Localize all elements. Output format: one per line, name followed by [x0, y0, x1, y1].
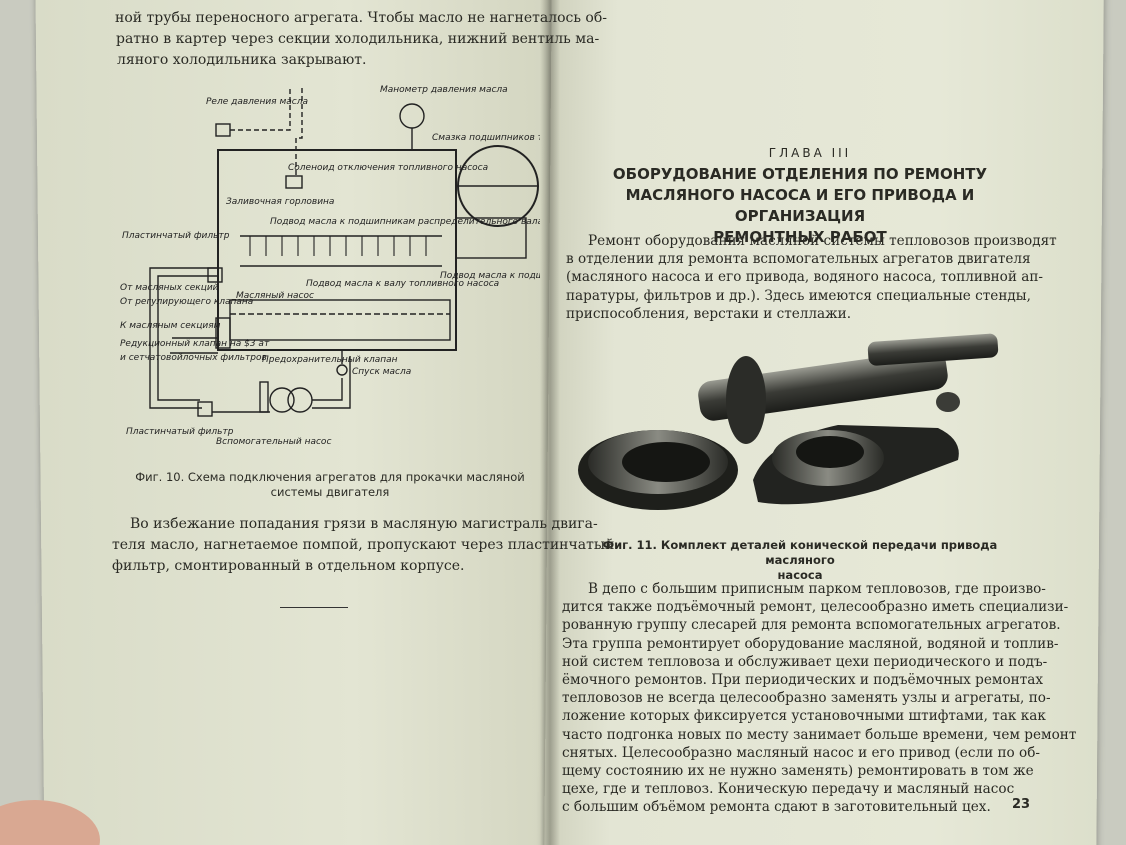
- chapter-title: ОБОРУДОВАНИЕ ОТДЕЛЕНИЯ ПО РЕМОНТУ МАСЛЯН…: [570, 164, 1030, 248]
- figure-11-caption-line-1: Фиг. 11. Комплект деталей конической пер…: [602, 538, 998, 567]
- diagram-label-reducing-valve: Редукционный клапан на $3 ат: [120, 339, 270, 349]
- intro-line-3: (масляного насоса и его привода, водяног…: [566, 269, 1043, 286]
- intro-line-2: в отделении для ремонта вспомогательных …: [566, 251, 1031, 268]
- diagram-label-safety-valve: Предохранительный клапан: [262, 355, 398, 365]
- diagram-label-aux-pump: Вспомогательный насос: [216, 437, 331, 447]
- chapter-title-line-3: РЕМОНТНЫХ РАБОТ: [713, 228, 887, 246]
- body-line-12: цехе, где и тепловоз. Коническую передач…: [562, 781, 1015, 798]
- body-line-8: ложение которых фиксируется установочным…: [562, 708, 1046, 725]
- diagram-label-to-sections: К масляным секциям: [120, 321, 221, 331]
- body-line-7: тепловозов не всегда целесообразно замен…: [562, 690, 1051, 707]
- section-rule: [280, 607, 348, 608]
- body-line-6: ёмочного ремонтов. При периодических и п…: [562, 672, 1043, 689]
- left-bottom-line-2: теля масло, нагнетаемое помпой, пропуска…: [112, 537, 615, 553]
- body-line-1: В депо с большим приписным парком теплов…: [588, 581, 1046, 597]
- diagram-label-turbo-lube: Смазка подшипников турбовоздуходувки: [432, 133, 540, 143]
- intro-line-4: паратуры, фильтров и др.). Здесь имеются…: [566, 287, 1031, 304]
- intro-line-5: приспособления, верстаки и стеллажи.: [566, 305, 852, 322]
- page-number: 23: [1012, 797, 1031, 812]
- left-bottom-line-1: Во избежание попадания грязи в масляную …: [130, 516, 598, 532]
- diagram-label-from-regulating: От регулирующего клапана: [120, 297, 253, 307]
- chapter-title-line-1: ОБОРУДОВАНИЕ ОТДЕЛЕНИЯ ПО РЕМОНТУ: [612, 165, 988, 183]
- chapter-title-line-2: МАСЛЯНОГО НАСОСА И ЕГО ПРИВОДА И ОРГАНИЗ…: [625, 186, 975, 225]
- body-line-4: Эта группа ремонтирует оборудование масл…: [562, 635, 1059, 652]
- diagram-label-plate-filter-top: Пластинчатый фильтр: [122, 231, 230, 241]
- figure-11-caption-line-2: насоса: [777, 568, 823, 582]
- body-line-10: снятых. Целесообразно масляный насос и е…: [562, 744, 1040, 761]
- book-gutter: [540, 0, 560, 845]
- diagram-label-relay: Реле давления масла: [206, 97, 308, 107]
- oil-system-diagram: Реле давления масла Манометр давления ма…: [120, 85, 540, 447]
- left-top-line-2: ратно в картер через секции холодильника…: [116, 31, 600, 47]
- diagram-label-manometer: Манометр давления масла: [380, 85, 508, 95]
- left-top-line-3: ляного холодильника закрывают.: [117, 52, 367, 68]
- body-line-2: дится также подъёмочный ремонт, целесооб…: [562, 599, 1069, 616]
- body-line-13: с большим объёмом ремонта сдают в загото…: [562, 799, 991, 816]
- intro-paragraph: Ремонт оборудования масляной системы теп…: [566, 232, 1057, 323]
- left-bottom-line-3: фильтр, смонтированный в отдельном корпу…: [112, 558, 465, 574]
- body-line-11: щему состоянию их не нужно заменять) рем…: [562, 763, 1034, 780]
- body-line-5: ной систем тепловоза и обслуживает цехи …: [562, 653, 1048, 670]
- gear-parts-photo: [578, 333, 999, 510]
- diagram-label-fine-filters: и сетчатовойлочных фильтров: [120, 353, 267, 363]
- left-top-line-1: ной трубы переносного агрегата. Чтобы ма…: [115, 10, 608, 26]
- diagram-label-from-sections: От масляных секций: [120, 283, 219, 293]
- diagram-label-feed-crank: Подвод масла к подшипникам коленчатого в…: [440, 271, 540, 281]
- figure-10-caption: Фиг. 10. Схема подключения агрегатов для…: [120, 470, 540, 500]
- figure-11-caption: Фиг. 11. Комплект деталей конической пер…: [580, 538, 1020, 583]
- body-paragraph: В депо с большим приписным парком теплов…: [562, 580, 1077, 817]
- chapter-label: ГЛАВА III: [768, 146, 852, 160]
- figure-10-caption-line-1: Фиг. 10. Схема подключения агрегатов для…: [135, 470, 525, 484]
- diagram-label-feed-dist: Подвод масла к подшипникам распределител…: [270, 217, 540, 227]
- intro-line-1: Ремонт оборудования масляной системы теп…: [588, 233, 1057, 249]
- body-line-3: рованную группу слесарей для ремонта всп…: [562, 617, 1061, 634]
- body-line-9: часто подгонка новых по месту занимает б…: [562, 726, 1077, 743]
- diagram-label-drain: Спуск масла: [352, 367, 411, 377]
- diagram-label-oil-pump: Масляный насос: [236, 291, 314, 301]
- diagram-label-filler: Заливочная горловина: [226, 197, 334, 207]
- figure-10-caption-line-2: системы двигателя: [270, 485, 390, 499]
- diagram-label-plate-filter-bottom: Пластинчатый фильтр: [126, 427, 234, 437]
- diagram-label-solenoid: Соленоид отключения топливного насоса: [288, 163, 488, 173]
- diagram-label-feed-fuel: Подвод масла к валу топливного насоса: [306, 279, 499, 289]
